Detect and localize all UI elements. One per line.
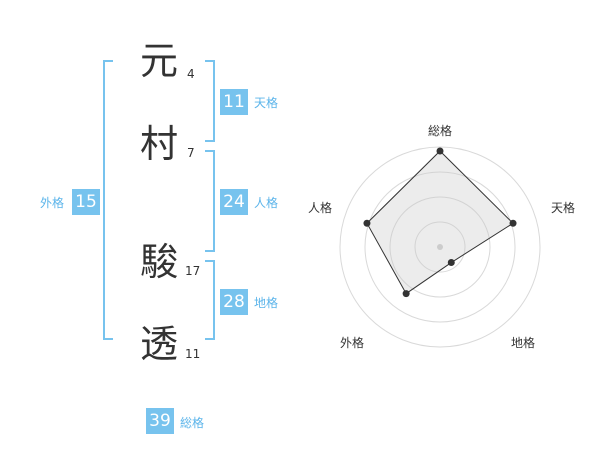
radar-ring-4 <box>339 146 541 348</box>
radar-point-5 <box>363 219 371 227</box>
jinkaku-label: 人格 <box>254 196 279 210</box>
gaikaku-value-box: 15 <box>72 189 100 215</box>
soukaku-label: 総格 <box>180 416 205 430</box>
radar-point-2 <box>509 219 517 227</box>
radar-point-1 <box>436 147 444 155</box>
chikaku-label: 地格 <box>254 296 279 310</box>
radar-point-3 <box>447 259 455 267</box>
radar-ring-2 <box>389 196 491 298</box>
name-char-1: 元 <box>140 39 179 83</box>
axis-label-jinkaku: 人格 <box>308 201 333 215</box>
name-char-4: 透 <box>140 322 179 366</box>
soukaku-value-box: 39 <box>146 408 174 434</box>
jinkaku-value-box: 24 <box>220 189 248 215</box>
radar-point-4 <box>402 290 410 298</box>
tenkaku-label: 天格 <box>254 96 279 110</box>
axis-label-soukaku: 総格 <box>428 124 453 138</box>
axis-label-gaikaku: 外格 <box>340 336 365 350</box>
stroke-count-3: 17 <box>185 264 201 278</box>
radar-ring-3 <box>364 171 516 323</box>
radar-center-dot <box>437 244 443 250</box>
radar-area <box>366 150 514 295</box>
chikaku-value-box: 28 <box>220 289 248 315</box>
gaikaku-bracket <box>103 60 113 340</box>
name-char-2: 村 <box>140 122 179 166</box>
tenkaku-bracket <box>205 60 215 142</box>
tenkaku-value-box: 11 <box>220 89 248 115</box>
stroke-count-2: 7 <box>187 146 195 160</box>
axis-label-chikaku: 地格 <box>511 336 536 350</box>
axis-label-tenkaku: 天格 <box>551 201 576 215</box>
chikaku-bracket <box>205 260 215 340</box>
stroke-count-1: 4 <box>187 67 195 81</box>
name-char-3: 駿 <box>140 240 179 284</box>
jinkaku-bracket <box>205 150 215 252</box>
radar-ring-1 <box>414 221 466 273</box>
stroke-count-4: 11 <box>185 347 201 361</box>
gaikaku-label: 外格 <box>40 196 65 210</box>
